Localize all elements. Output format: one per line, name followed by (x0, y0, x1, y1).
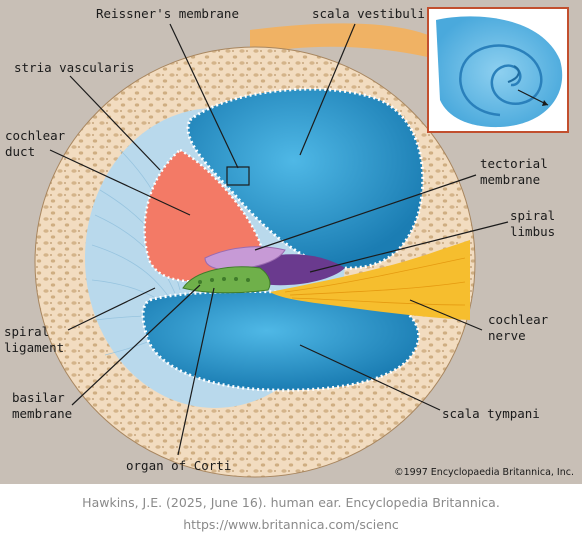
caption-url: https://www.britannica.com/scienc (183, 517, 399, 532)
label-organ-of-corti: organ of Corti (126, 458, 232, 473)
caption-citation: Hawkins, J.E. (2025, June 16). human ear… (82, 495, 500, 510)
label-scala-tympani: scala tympani (442, 406, 540, 421)
cochlear-nerve (270, 240, 470, 320)
spiral-limbus (250, 254, 345, 286)
spiral-cochlea-inset (427, 7, 569, 133)
label-basilar-membrane: basilar membrane (12, 390, 73, 421)
label-tectorial-membrane: tectorial membrane (480, 156, 548, 187)
diagram-panel: Reissner's membrane scala vestibuli stri… (0, 0, 582, 484)
leader-lines (49, 23, 509, 456)
upper-orange-band (250, 23, 440, 60)
tectorial-membrane (204, 246, 286, 271)
label-cochlear-duct: cochlear duct (5, 128, 66, 159)
label-spiral-limbus: spiral limbus (510, 208, 556, 239)
label-scala-vestibuli: scala vestibuli (312, 6, 425, 21)
source-caption: Hawkins, J.E. (2025, June 16). human ear… (0, 492, 582, 536)
cochlea-cross-section-diagram (34, 7, 569, 478)
label-spiral-ligament: spiral ligament (4, 324, 65, 355)
copyright-notice: ©1997 Encyclopaedia Britannica, Inc. (394, 467, 574, 478)
organ-of-corti (182, 266, 271, 294)
scala-vestibuli (186, 87, 425, 270)
label-cochlear-nerve: cochlear nerve (488, 312, 549, 343)
scala-tympani (141, 290, 421, 392)
label-reissners-membrane: Reissner's membrane (96, 6, 239, 21)
label-stria-vascularis: stria vascularis (14, 60, 135, 75)
